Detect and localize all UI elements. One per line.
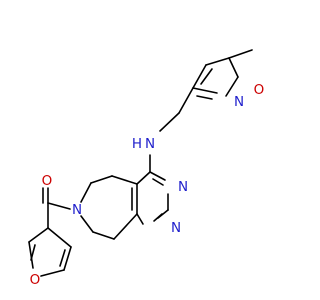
bond-n7-carbonyl bbox=[47, 202, 71, 210]
atom-pyrimidine-n3: N bbox=[178, 179, 188, 195]
bonds bbox=[28, 49, 253, 277]
bond-furan-c4-c3 bbox=[47, 227, 72, 248]
bond-furan-c2-o bbox=[28, 241, 34, 269]
atom-furan-oxygen: O bbox=[30, 272, 41, 288]
bond-c4-c3 bbox=[192, 64, 207, 89]
bond-n7-c8 bbox=[80, 215, 94, 233]
bond-o-n bbox=[225, 76, 239, 97]
bond-c4-c4a bbox=[136, 171, 151, 185]
bond-c2-n1-double bbox=[153, 213, 163, 222]
bond-c4a-c5 bbox=[111, 175, 138, 185]
atom-isoxazole-nitrogen: N bbox=[234, 94, 244, 110]
bond-c5-c4 bbox=[205, 57, 230, 66]
bond-c5-c6 bbox=[90, 175, 113, 184]
bond-c5-o bbox=[228, 57, 239, 78]
bond-ch2-n bbox=[159, 112, 180, 132]
bond-c3-n bbox=[192, 87, 218, 94]
atom-labels: N O N H N N N O O bbox=[30, 82, 265, 288]
bond-c6-n7 bbox=[80, 182, 92, 203]
atom-azepine-nitrogen: N bbox=[72, 202, 82, 218]
atom-pyrimidine-n1: N bbox=[171, 220, 181, 236]
bond-furan-o-c5 bbox=[40, 269, 65, 277]
atom-amine-nitrogen: N bbox=[145, 136, 155, 152]
bond-c3-ch2 bbox=[178, 87, 194, 114]
bond-methyl bbox=[228, 49, 253, 59]
bond-c9-c8a bbox=[113, 213, 138, 240]
bond-c4-c3-double bbox=[200, 68, 213, 85]
bond-c3-n-double bbox=[196, 95, 213, 100]
atom-amine-hydrogen: H bbox=[132, 136, 142, 152]
bond-c4-n3-double bbox=[152, 178, 164, 186]
bond-n1-c8a bbox=[136, 213, 144, 225]
bond-furan-c5-c4-double bbox=[59, 249, 66, 267]
bond-furan-c3-c2 bbox=[28, 227, 49, 243]
bond-furan-c5-c4 bbox=[63, 246, 72, 271]
structure-svg: N O N H N N N O O bbox=[28, 49, 265, 288]
molecule-diagram: N O N H N N N O O bbox=[28, 49, 265, 288]
atom-carbonyl-oxygen: O bbox=[42, 173, 53, 189]
bond-c8-c9 bbox=[92, 231, 115, 240]
bond-c4-n3 bbox=[149, 171, 166, 181]
atom-isoxazole-oxygen: O bbox=[254, 82, 265, 98]
